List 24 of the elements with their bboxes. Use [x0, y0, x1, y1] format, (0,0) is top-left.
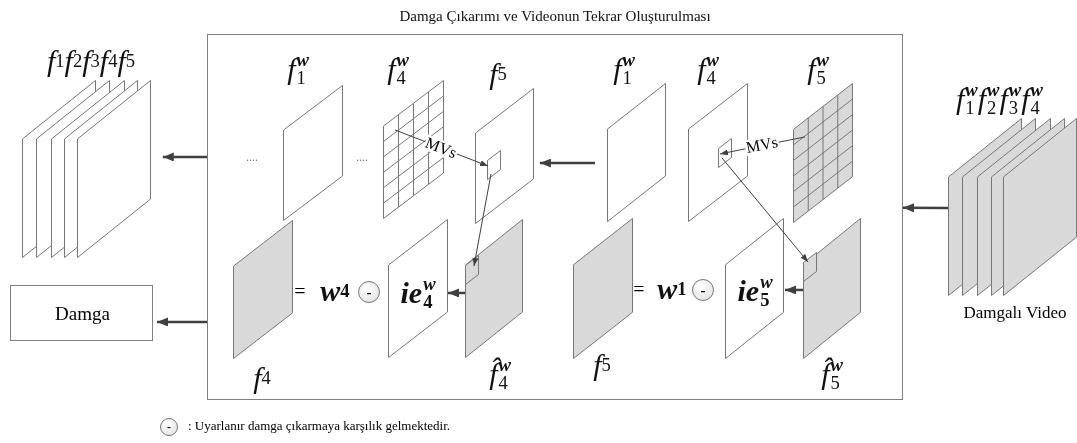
video-frame: [388, 219, 447, 357]
legend-text: : Uyarlanır damga çıkarmaya karşılık gelmektedir.: [188, 418, 451, 435]
subtraction-symbol: -: [358, 281, 380, 303]
subtraction-symbol: -: [692, 279, 714, 301]
ellipsis: ....: [245, 150, 259, 166]
arrow: [162, 152, 207, 162]
equals-sign: =: [632, 277, 646, 301]
arrow: [472, 173, 492, 267]
arrow: [784, 285, 803, 295]
video-frame: [725, 218, 783, 358]
arrow: [539, 158, 595, 168]
box-label: Damga: [54, 302, 111, 326]
output-box: [10, 285, 153, 341]
arrow: [157, 317, 207, 327]
arrow: [903, 203, 948, 213]
ellipsis: ....: [355, 150, 369, 166]
subtraction-symbol: -: [160, 418, 178, 436]
arrow: [719, 136, 806, 156]
equals-sign: =: [293, 279, 307, 303]
panel-title: Damga Çıkarımı ve Videonun Tekrar Oluşturulması: [398, 8, 712, 26]
stack-caption: Damgalı Video: [962, 302, 1068, 324]
arrow: [394, 129, 489, 167]
arrow: [721, 157, 809, 263]
arrow: [448, 288, 465, 298]
